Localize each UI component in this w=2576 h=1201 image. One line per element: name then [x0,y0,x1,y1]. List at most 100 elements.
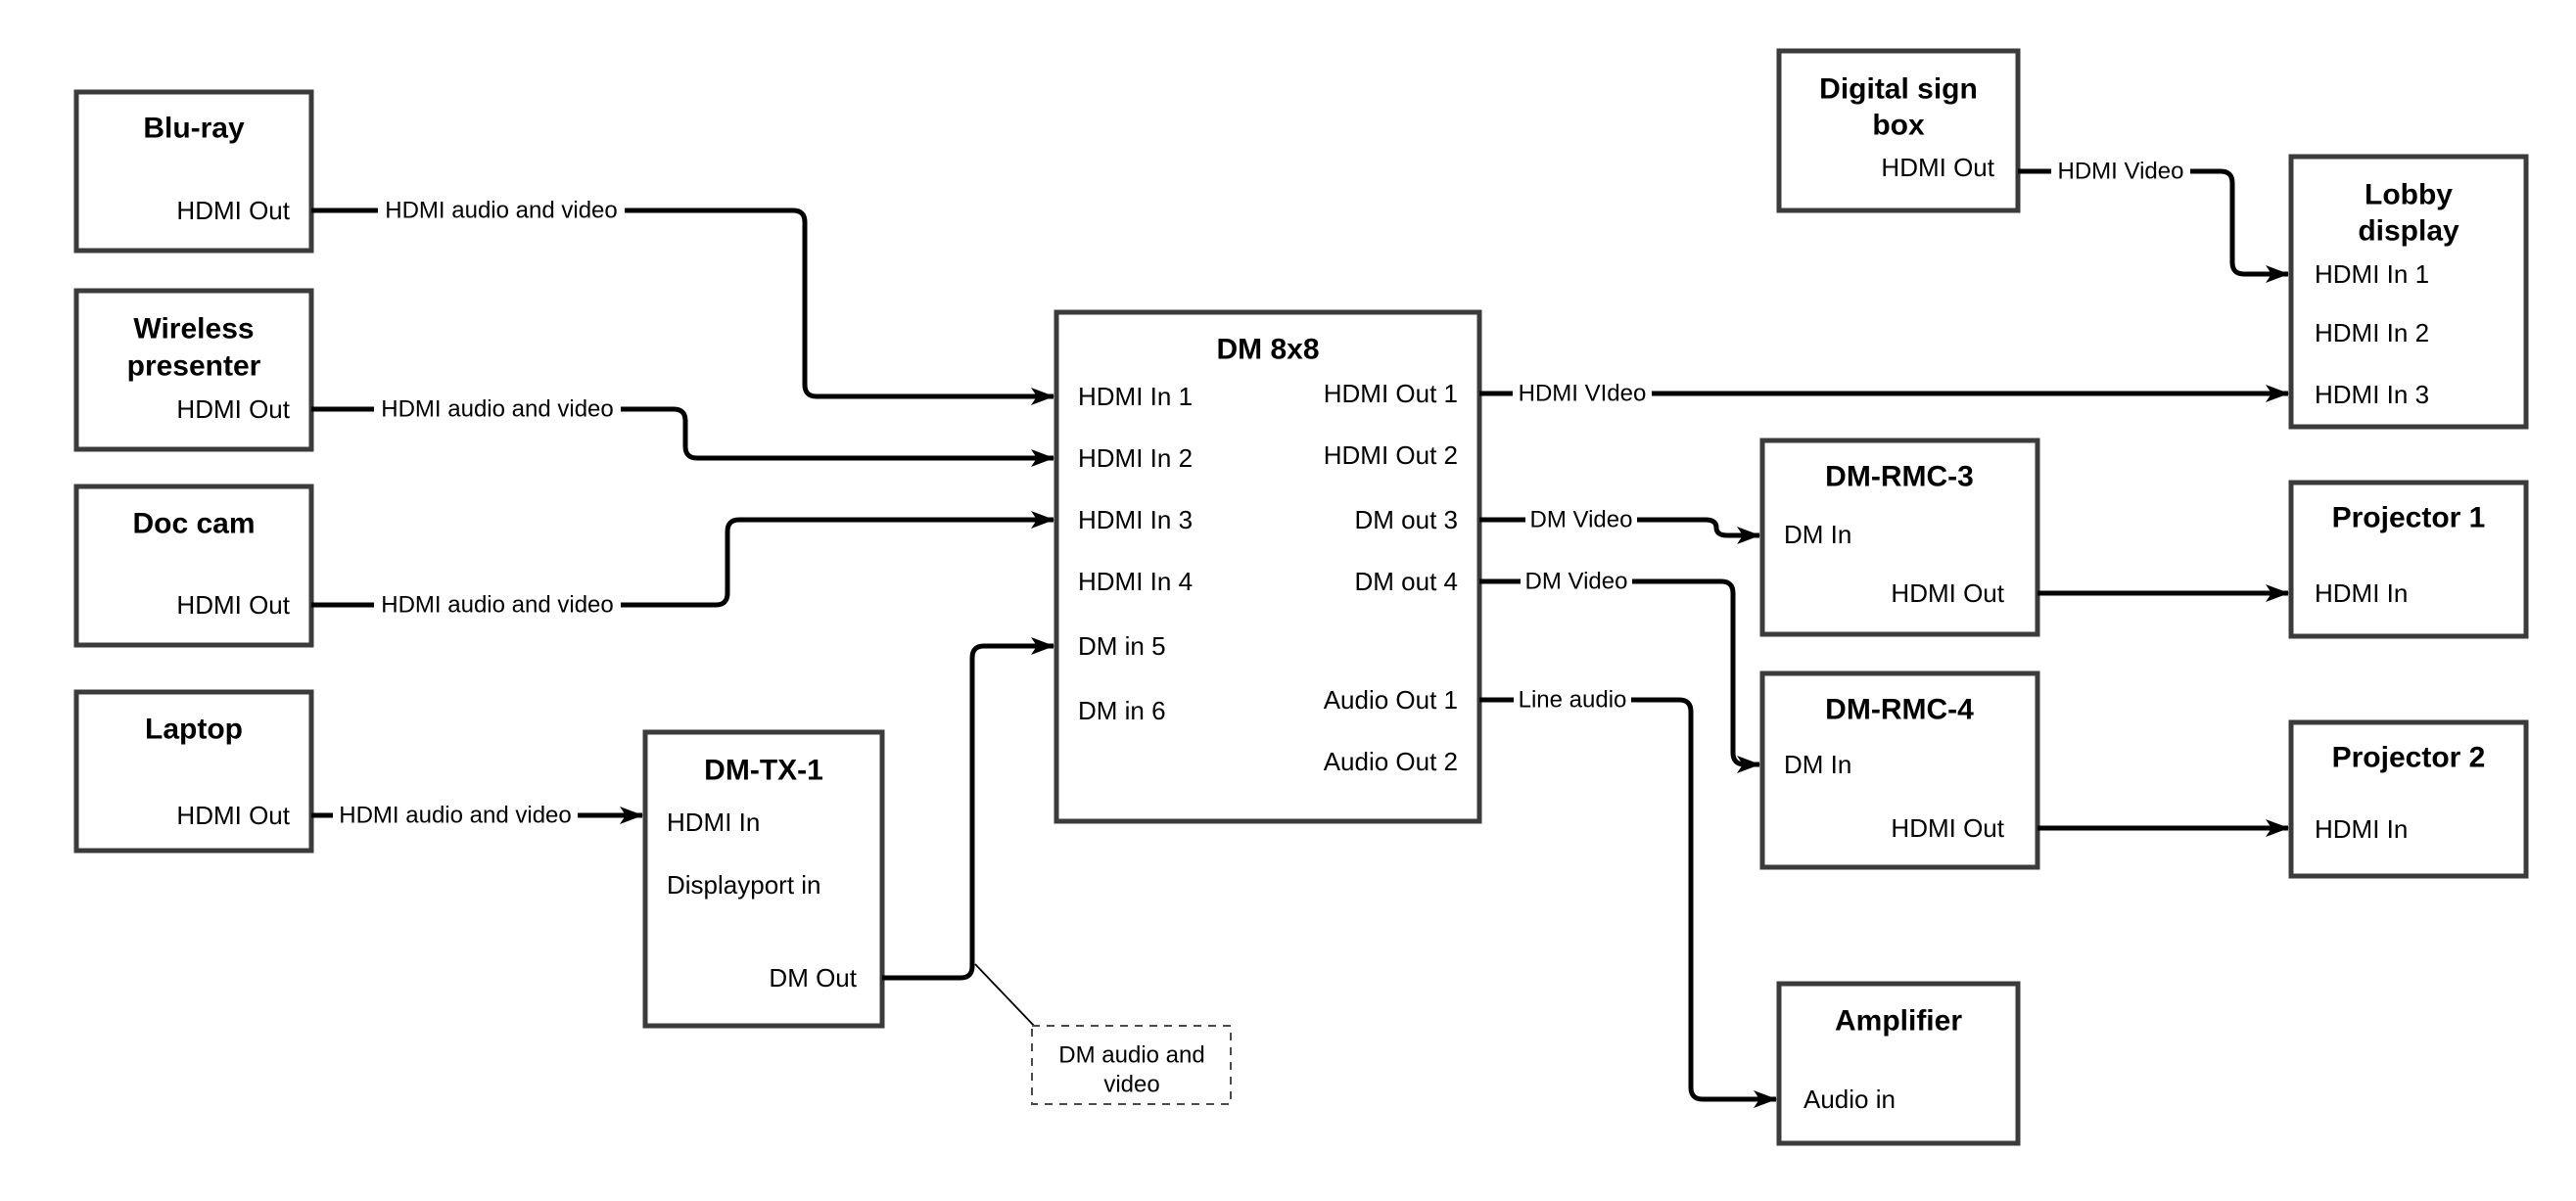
node-digitalsign-box [1776,48,2021,213]
port-bluray-hdmi-out: HDMI Out [176,196,290,225]
edge-doccam-label-bg [374,588,621,622]
edge-bluray-label-bg [378,194,625,227]
edge-dm8x8-to-dmrmc4-path [1479,578,1760,773]
node-dmtx1-title: DM-TX-1 [704,755,823,787]
edge-digitalsign-to-lobby: HDMI Video [2018,155,2289,283]
edge-dm8x8-to-amplifier: Line audio [1479,683,1777,1108]
node-lobby-title-line1: Lobby [2365,179,2453,211]
port-dm8x8-hdmi-in-3: HDMI In 3 [1078,505,1193,534]
port-proj1-hdmi-in: HDMI In [2315,578,2408,608]
port-dm8x8-hdmi-out-2: HDMI Out 2 [1324,440,1458,470]
port-dm8x8-dm-in-5: DM in 5 [1078,631,1166,661]
edge-dm8x8-to-amplifier-path [1479,697,1777,1108]
node-doccam-box [73,484,314,648]
edge-line-audio-label-bg [1514,683,1631,716]
edge-laptop-label-bg [333,799,578,832]
edge-dm8x8-to-lobby: HDMI VIdeo [1479,377,2289,410]
node-wireless-title-line1: Wireless [133,313,254,346]
node-doc-cam: Doc cam HDMI Out [73,484,314,648]
port-amplifier-audio-in: Audio in [1803,1085,1896,1114]
node-dm-rmc-3: DM-RMC-3 DM In HDMI Out [1759,438,2040,637]
edge-dm-video-3-label: DM Video [1530,507,1633,533]
edge-digitalsign-to-lobby-path [2018,168,2289,283]
node-lobby-display: Lobby display HDMI In 1 HDMI In 2 HDMI I… [2288,154,2529,430]
node-proj1-box [2288,480,2529,639]
node-projector-1: Projector 1 HDMI In [2288,480,2529,639]
edge-dm-video-3-label-bg [1525,503,1637,536]
node-dmtx1-box [642,729,885,1029]
node-amplifier-box [1776,981,2021,1146]
port-dm8x8-dm-in-6: DM in 6 [1078,696,1166,725]
annotation-box [1031,1025,1232,1105]
port-lobby-hdmi-in-3: HDMI In 3 [2315,380,2429,409]
edge-hdmi-video-label-bg [1513,377,1652,410]
node-laptop: Laptop HDMI Out [73,689,314,854]
annotation-dm-audio-and-video: DM audio and video [974,963,1232,1105]
port-dm8x8-hdmi-in-4: HDMI In 4 [1078,567,1193,596]
edge-doccam-to-dm8x8-path [311,511,1054,608]
node-digitalsign-title-line2: box [1872,110,1925,142]
node-wireless-presenter: Wireless presenter HDMI Out [73,288,314,452]
edge-dm-video-4-label-bg [1521,565,1632,598]
port-dm8x8-hdmi-out-1: HDMI Out 1 [1324,379,1458,408]
node-amplifier-title: Amplifier [1835,1005,1962,1038]
port-dmrmc4-dm-in: DM In [1784,750,1851,779]
port-dmtx1-hdmi-in: HDMI In [667,808,760,837]
edge-dm8x8-to-dmrmc4: DM Video [1479,565,1760,773]
node-dmrmc3-box [1759,438,2040,637]
node-bluray-box [73,89,314,254]
port-dm8x8-dm-out-4: DM out 4 [1355,567,1459,596]
node-amplifier: Amplifier Audio in [1776,981,2021,1146]
node-wireless-title-line2: presenter [127,350,261,383]
edge-laptop-to-dmtx1: HDMI audio and video [311,799,643,832]
edge-dmtx1-to-dm8x8 [882,637,1054,981]
annotation-leader-line [974,963,1037,1029]
port-dm8x8-audio-out-1: Audio Out 1 [1324,685,1458,715]
port-lobby-hdmi-in-2: HDMI In 2 [2315,318,2429,347]
edge-bluray-label: HDMI audio and video [385,198,617,224]
node-dmrmc3-title: DM-RMC-3 [1825,461,1974,493]
edge-laptop-label: HDMI audio and video [339,803,571,829]
node-wireless-box [73,288,314,452]
port-dm8x8-hdmi-in-2: HDMI In 2 [1078,443,1193,473]
edge-dm-video-4-label: DM Video [1525,569,1628,595]
port-dm8x8-dm-out-3: DM out 3 [1355,505,1459,534]
node-dm8x8-title: DM 8x8 [1216,334,1319,366]
node-proj2-title: Projector 2 [2332,742,2486,774]
port-dmrmc3-dm-in: DM In [1784,520,1851,549]
port-dm8x8-hdmi-in-1: HDMI In 1 [1078,382,1193,411]
node-dmrmc4-title: DM-RMC-4 [1825,694,1974,726]
node-dmrmc4-box [1759,670,2040,870]
node-dm-tx-1: DM-TX-1 HDMI In Displayport in DM Out [642,729,885,1029]
node-dm8x8-box [1054,309,1482,824]
node-projector-2: Projector 2 HDMI In [2288,719,2529,879]
node-bluray: Blu-ray HDMI Out [73,89,314,254]
annotation-text-line1: DM audio and [1058,1042,1204,1069]
port-dmrmc4-hdmi-out: HDMI Out [1891,813,2004,843]
edge-line-audio-label: Line audio [1519,687,1627,714]
node-digitalsign-title-line1: Digital sign [1819,73,1978,106]
port-dm8x8-audio-out-2: Audio Out 2 [1324,747,1458,776]
edge-dm8x8-to-dmrmc3: DM Video [1479,503,1760,544]
node-dm-8x8: DM 8x8 HDMI In 1 HDMI In 2 HDMI In 3 HDM… [1054,309,1482,824]
node-doccam-title: Doc cam [132,508,255,540]
node-proj2-box [2288,719,2529,879]
node-proj1-title: Projector 1 [2332,502,2486,534]
edge-doccam-to-dm8x8: HDMI audio and video [311,511,1054,622]
edge-wireless-label-bg [374,393,621,426]
port-dmtx1-displayport-in: Displayport in [667,870,821,900]
edge-bluray-to-dm8x8-path [311,208,1054,405]
edge-wireless-to-dm8x8: HDMI audio and video [311,393,1054,467]
node-laptop-title: Laptop [145,714,243,746]
port-digitalsign-hdmi-out: HDMI Out [1881,153,1994,182]
edge-dm8x8-to-dmrmc3-path [1479,517,1760,544]
edge-hdmi-video-label: HDMI VIdeo [1519,381,1647,407]
port-dmrmc3-hdmi-out: HDMI Out [1891,578,2004,608]
edge-wireless-label: HDMI audio and video [381,396,613,423]
edge-bluray-to-dm8x8: HDMI audio and video [311,194,1054,405]
node-bluray-title: Blu-ray [143,113,245,145]
port-doccam-hdmi-out: HDMI Out [176,590,290,620]
node-lobby-box [2288,154,2529,430]
edge-wireless-to-dm8x8-path [311,406,1054,467]
